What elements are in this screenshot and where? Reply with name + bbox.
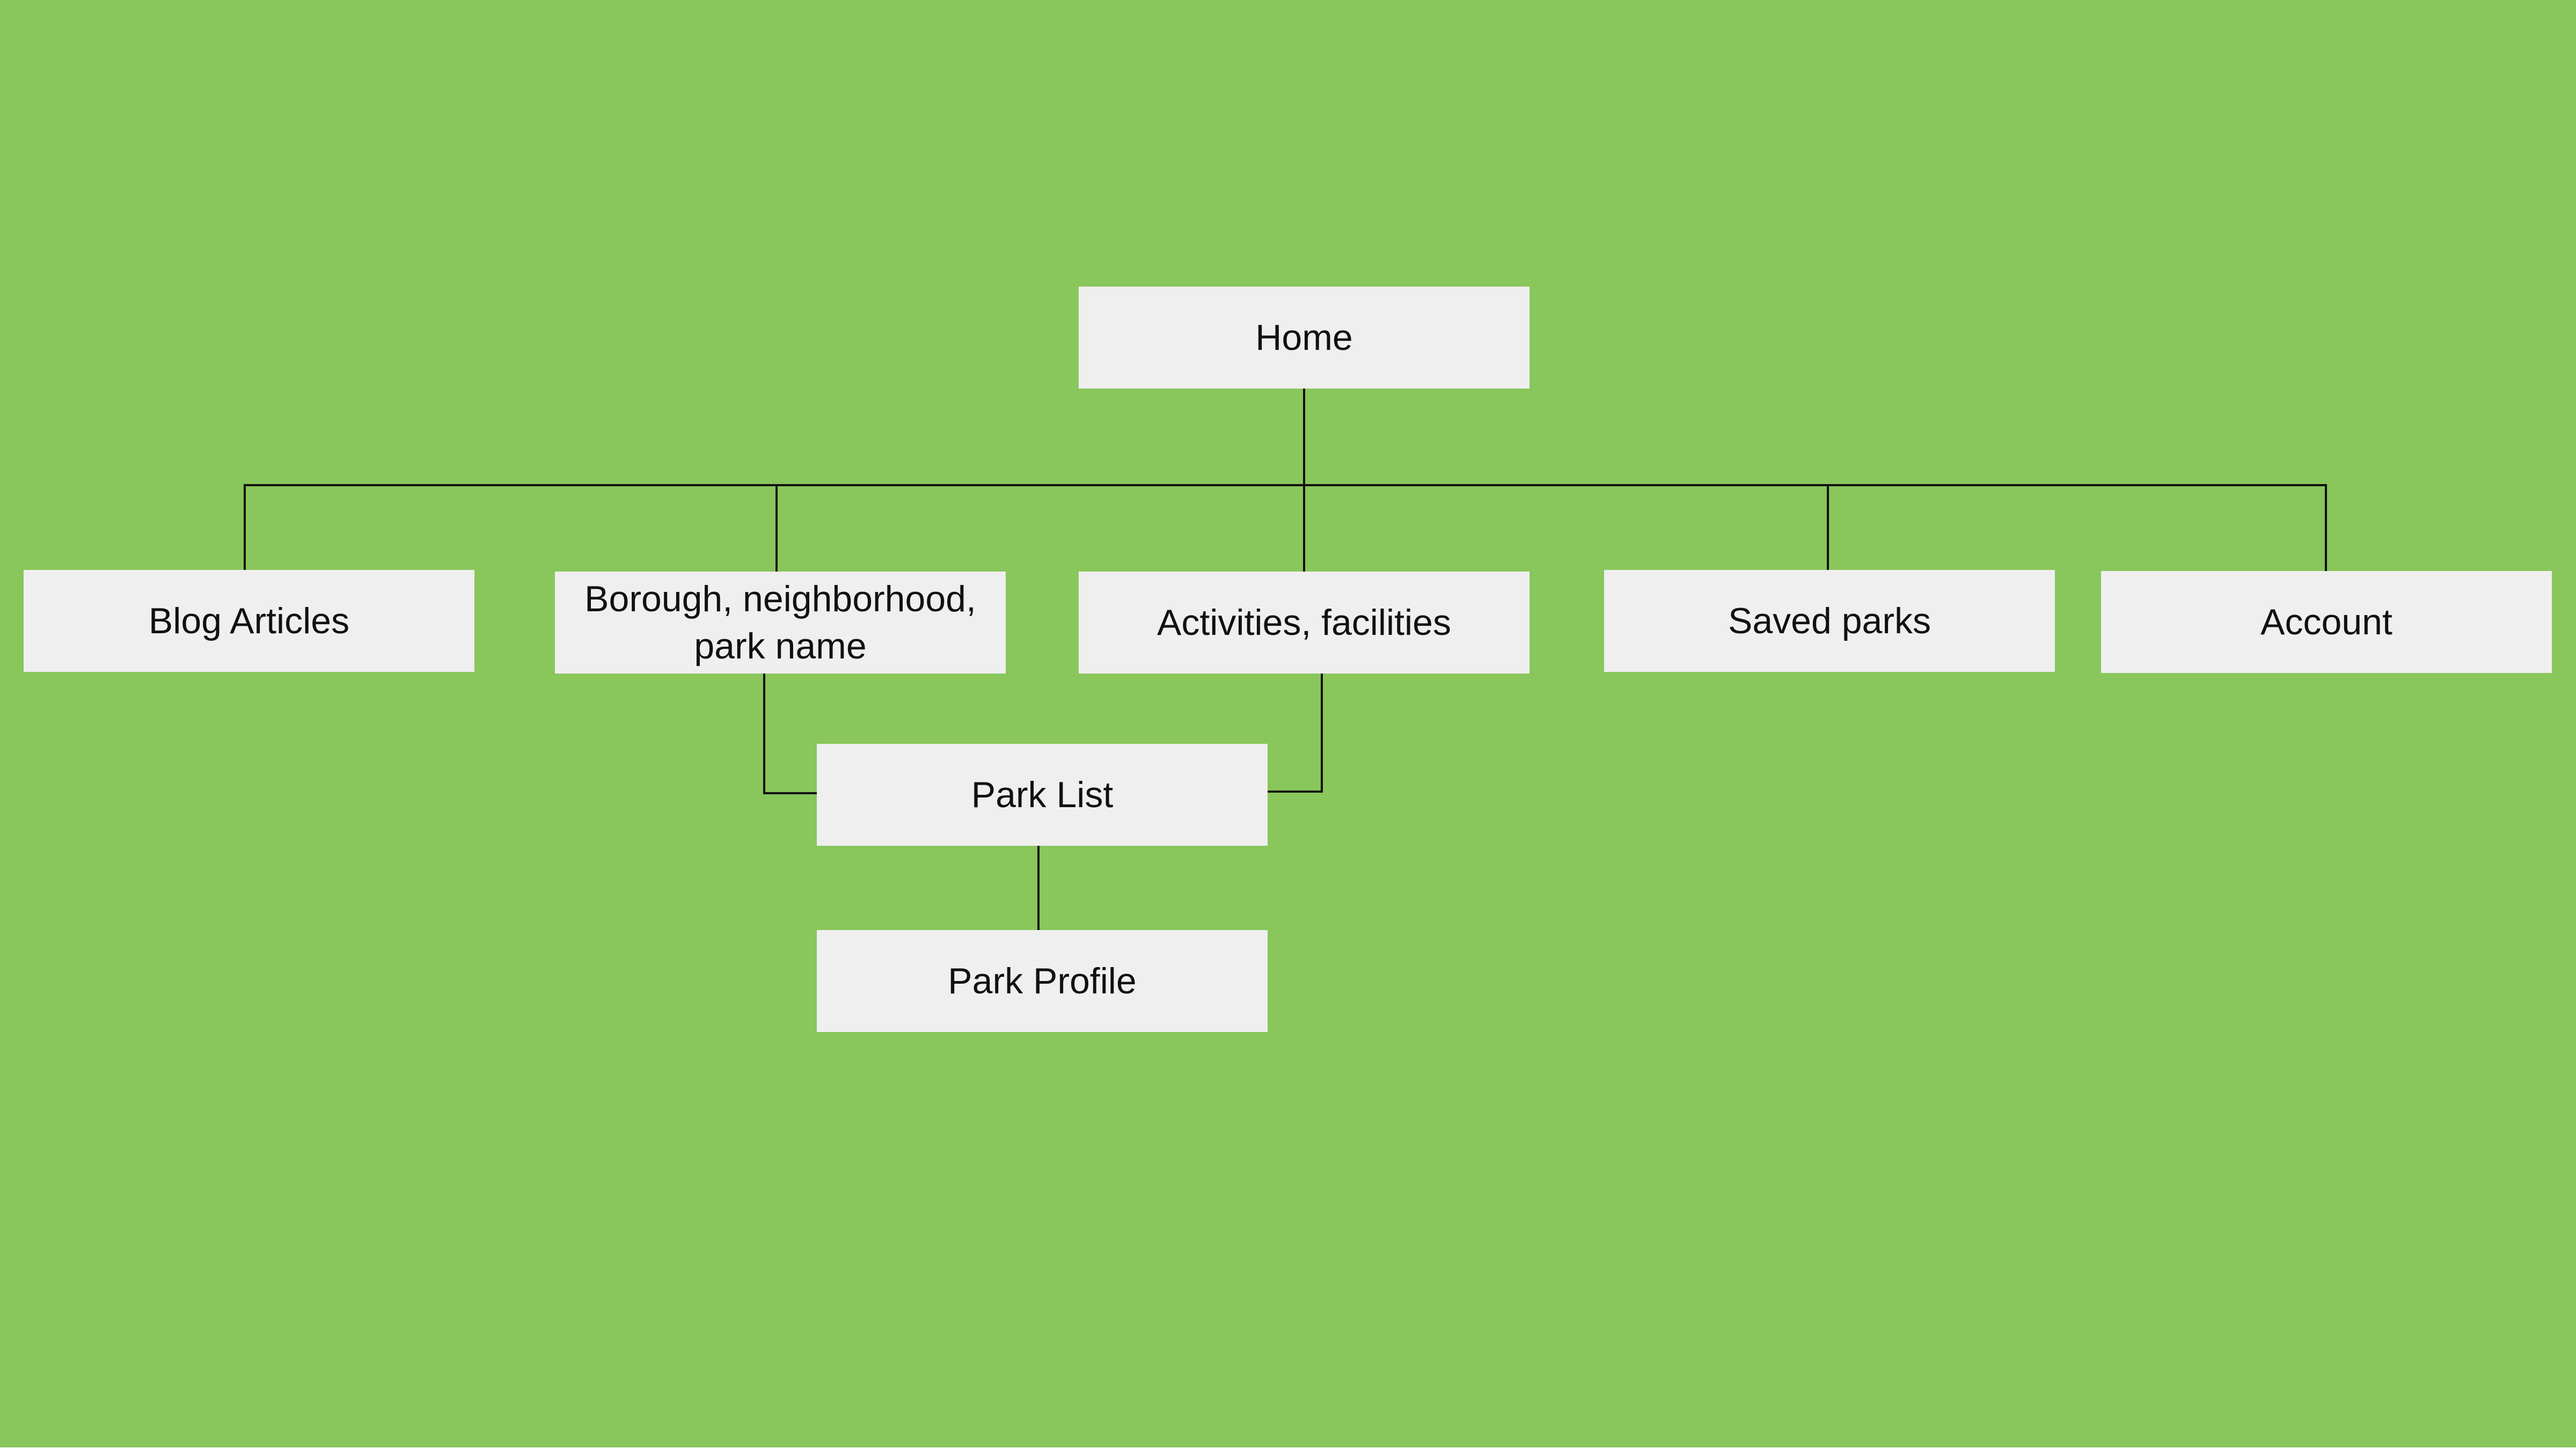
connector-activities-to-parklist [1267,672,1323,793]
home-label: Home [1255,317,1353,358]
account-node: Account [2101,571,2552,673]
home-node: Home [1079,287,1529,389]
connector-location-to-parklist [763,672,818,794]
location-search-label: Borough, neighborhood, park name [584,579,976,667]
location-search-node: Borough, neighborhood, park name [555,572,1006,674]
blog-articles-node: Blog Articles [24,570,474,672]
park-list-node: Park List [817,744,1268,846]
saved-parks-node: Saved parks [1604,570,2055,672]
park-profile-label: Park Profile [948,961,1137,1001]
account-label: Account [2260,602,2392,642]
park-list-label: Park List [971,774,1114,815]
park-profile-node: Park Profile [817,930,1268,1032]
blog-articles-label: Blog Articles [148,601,350,641]
activities-facilities-node: Activities, facilities [1079,572,1529,674]
saved-parks-label: Saved parks [1728,601,1931,641]
activities-facilities-label: Activities, facilities [1157,602,1451,643]
